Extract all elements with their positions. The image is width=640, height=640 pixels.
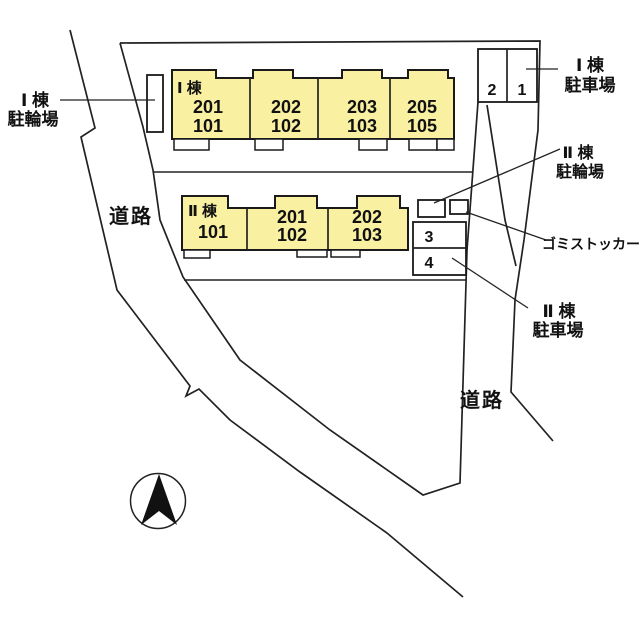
building2-unit3-upper: 202 — [352, 207, 382, 227]
b2-bicycle-label-line2: 駐輪場 — [556, 162, 604, 181]
garbage-stocker-label: ゴミストッカー — [542, 236, 640, 252]
building1-unit3-upper: 203 — [347, 97, 377, 117]
building1-entrance-porch — [408, 138, 438, 151]
parking1-space-2: 2 — [488, 82, 497, 99]
building1-unit4-lower: 105 — [407, 116, 437, 136]
road-southeast-label: 道路 — [460, 388, 504, 412]
leader-b2-parking — [451, 257, 529, 309]
building1-unit1-lower: 101 — [193, 116, 223, 136]
parking2-space-3: 3 — [425, 229, 434, 246]
leader-garbage — [465, 211, 547, 241]
b2-parking-label-line2: 駐車場 — [533, 320, 584, 340]
building1-label: Ⅰ 棟 — [177, 79, 203, 97]
building2-parking-lot: 3 4 — [412, 221, 467, 276]
building2-entrance-porch — [183, 249, 211, 259]
road-west-outer-line — [69, 29, 464, 598]
building1-entrance-porch — [254, 138, 284, 151]
leader-b2-bicycle — [433, 148, 561, 204]
road-east-inner-line — [486, 104, 517, 267]
building1-bicycle-parking-box — [146, 74, 164, 133]
building2-unit3-lower: 103 — [352, 225, 382, 245]
building2-unit2-lower: 102 — [277, 225, 307, 245]
building1-entrance-porch — [358, 138, 388, 151]
b1-parking-label-line1: Ⅰ 棟 — [576, 55, 605, 75]
road-west-label: 道路 — [109, 204, 153, 228]
building1-entrance-porch — [436, 138, 455, 151]
b2-parking-label-line1: Ⅱ 棟 — [543, 301, 577, 321]
building1-outline — [171, 69, 455, 140]
b1-bicycle-label-line2: 駐輪場 — [8, 109, 59, 129]
b2-bicycle-label-line1: Ⅱ 棟 — [563, 143, 595, 162]
parking2-space-4: 4 — [425, 255, 434, 272]
property-top-and-northeast-road-line — [119, 40, 554, 442]
compass-needle — [141, 474, 177, 525]
building2-label: Ⅱ 棟 — [188, 202, 218, 220]
building2-unit2-upper: 201 — [277, 207, 307, 227]
building2-bicycle-parking-box — [417, 199, 446, 218]
building1-unit2-lower: 102 — [271, 116, 301, 136]
b1-bicycle-label-line1: Ⅰ 棟 — [21, 90, 50, 110]
building2-entrance-porch — [296, 249, 328, 258]
parking1-space-1: 1 — [518, 82, 527, 99]
building1-unit3-lower: 103 — [347, 116, 377, 136]
garbage-stocker-box — [449, 199, 469, 215]
building1-entrance-porch — [173, 138, 210, 151]
building1-unit1-upper: 201 — [193, 97, 223, 117]
building1-unit4-upper: 205 — [407, 97, 437, 117]
north-arrow-icon — [129, 472, 187, 530]
building2-entrance-porch — [330, 249, 361, 258]
property-west-south-east-boundary — [119, 42, 479, 496]
building2-outline — [181, 195, 409, 251]
b1-parking-label-line2: 駐車場 — [565, 75, 616, 95]
building1-parking-lot: 2 1 — [477, 48, 538, 103]
building1-unit2-upper: 202 — [271, 97, 301, 117]
building2-unit1-number: 101 — [198, 222, 228, 242]
